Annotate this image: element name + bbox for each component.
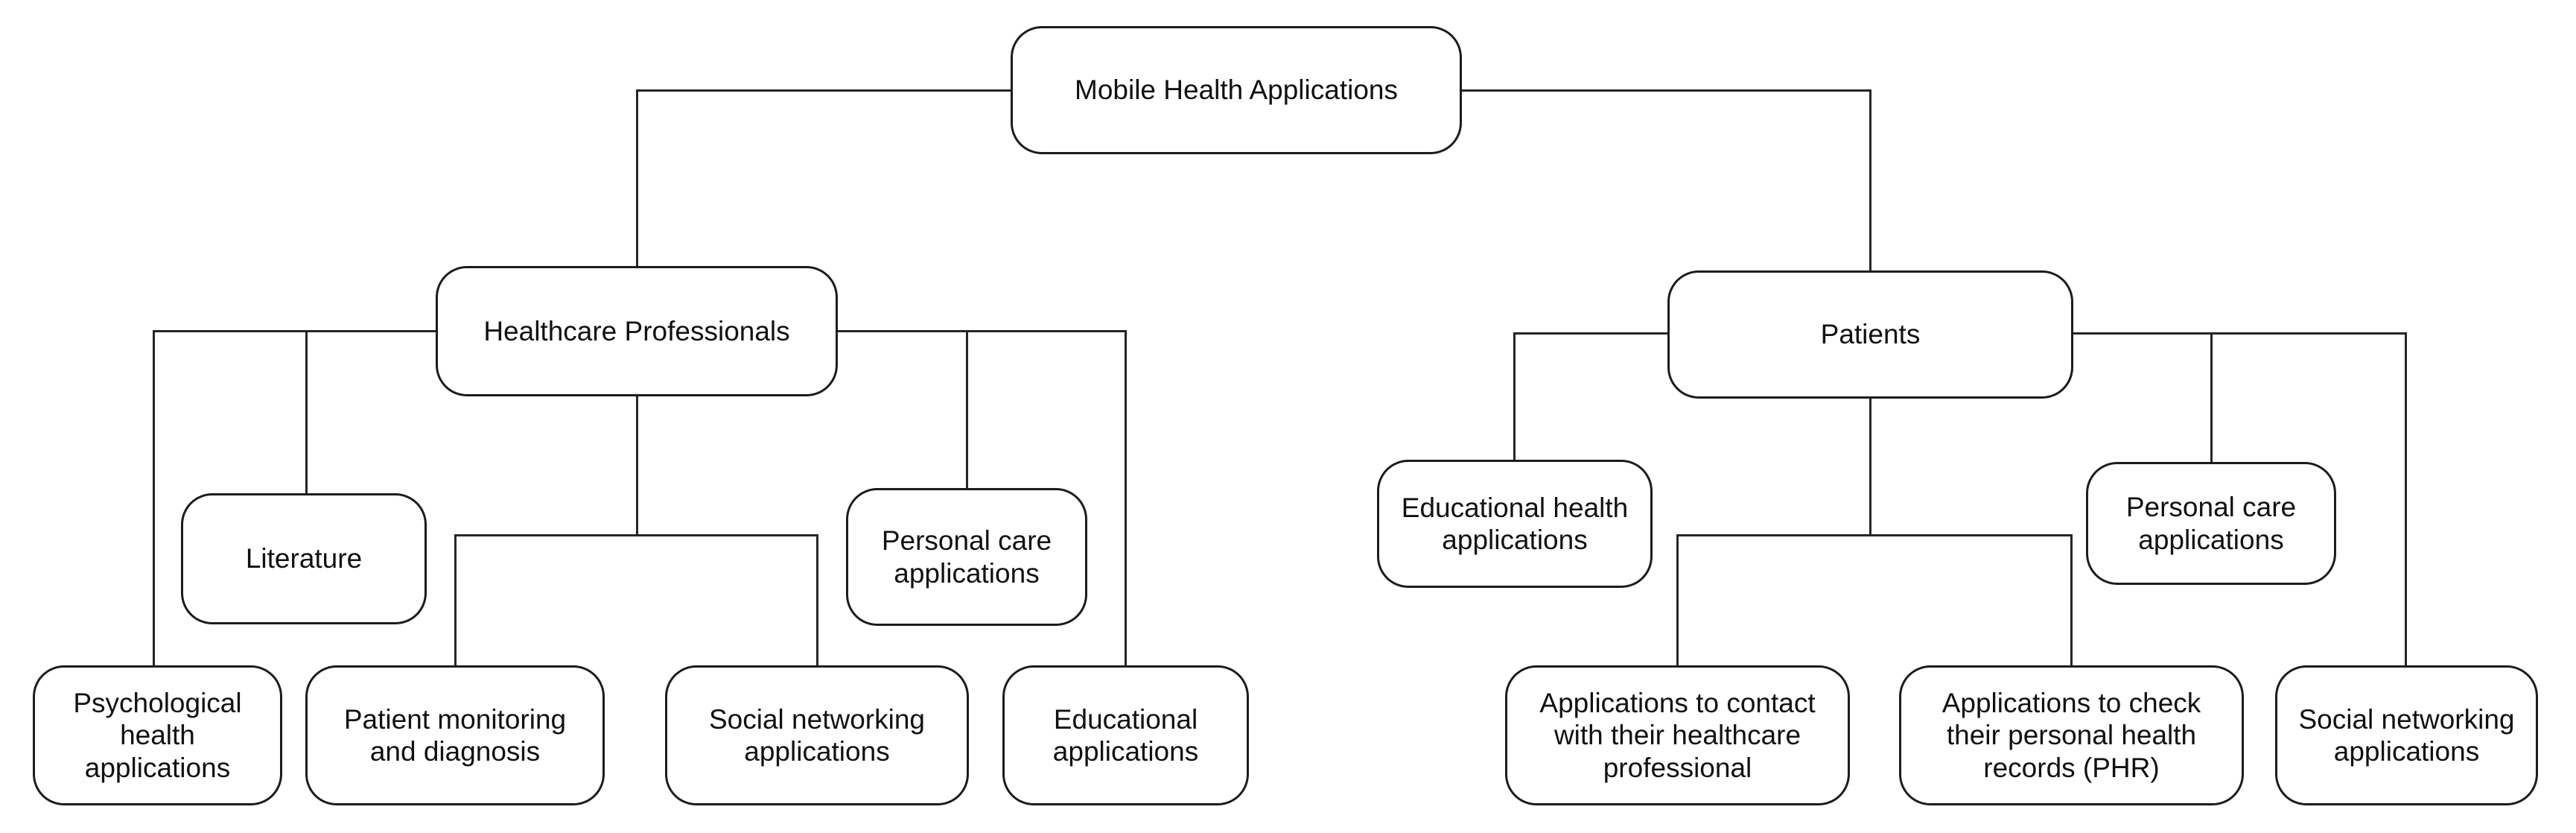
node-psychological-health-applications: Psychological health applications <box>33 665 282 805</box>
node-label: Literature <box>245 543 363 574</box>
node-personal-care-applications-right: Personal care applications <box>2086 462 2336 585</box>
node-social-networking-applications-right: Social networking applications <box>2275 665 2538 805</box>
connector-root-to-patients-v <box>1869 89 1871 272</box>
node-label: Personal care applications <box>881 525 1052 589</box>
connector-to-educational-health-v <box>1513 332 1516 461</box>
node-applications-to-check-phr: Applications to check their personal hea… <box>1899 665 2244 805</box>
node-personal-care-applications-left: Personal care applications <box>846 488 1087 626</box>
node-label: Psychological health applications <box>73 688 242 783</box>
node-label: Mobile Health Applications <box>1075 75 1398 106</box>
node-healthcare-professionals: Healthcare Professionals <box>436 266 838 396</box>
connector-hp-right-h <box>836 330 1127 332</box>
connector-hp-bottom-v <box>636 395 638 536</box>
node-literature: Literature <box>181 493 427 624</box>
connector-patients-left-h <box>1513 332 1669 335</box>
node-educational-health-applications: Educational health applications <box>1377 460 1653 588</box>
node-label: Social networking applications <box>2298 703 2515 767</box>
connector-hp-branch-h <box>454 534 818 536</box>
node-patients: Patients <box>1667 270 2073 399</box>
node-label: Healthcare Professionals <box>483 315 790 346</box>
node-label: Patients <box>1820 319 1921 350</box>
node-label: Educational health applications <box>1401 492 1629 555</box>
node-label: Applications to check their personal hea… <box>1941 688 2201 783</box>
connector-root-right-h <box>1461 89 1871 92</box>
connector-to-apps-contact-v <box>1676 534 1679 667</box>
connector-hp-to-literature-v <box>305 330 308 495</box>
node-label: Personal care applications <box>2125 492 2297 555</box>
node-label: Educational applications <box>1052 703 1199 767</box>
connector-to-personal-care-right-v <box>2210 332 2213 463</box>
connector-hp-to-psychological-v <box>153 330 155 667</box>
connector-patients-branch-h <box>1676 534 2073 536</box>
connector-to-social-networking-left-v <box>816 534 818 667</box>
node-label: Patient monitoring and diagnosis <box>343 703 567 767</box>
node-social-networking-applications-left: Social networking applications <box>665 665 969 805</box>
node-mobile-health-applications: Mobile Health Applications <box>1011 26 1462 154</box>
connector-to-personal-care-left-v <box>966 330 968 490</box>
connector-hp-left-h <box>153 330 437 332</box>
connector-patients-right-h <box>2072 332 2407 335</box>
connector-to-educational-apps-v <box>1125 330 1127 667</box>
connector-patients-bottom-v <box>1869 397 1871 536</box>
connector-root-left-h <box>637 89 1011 92</box>
connector-to-patient-monitoring-v <box>454 534 457 667</box>
node-label: Applications to contact with their healt… <box>1539 688 1816 783</box>
connector-root-to-healthcare-v <box>636 89 638 267</box>
node-applications-to-contact: Applications to contact with their healt… <box>1505 665 1850 805</box>
node-patient-monitoring-and-diagnosis: Patient monitoring and diagnosis <box>305 665 605 805</box>
connector-to-apps-check-v <box>2070 534 2073 667</box>
node-label: Social networking applications <box>709 703 925 767</box>
connector-to-social-networking-right-v <box>2405 332 2407 667</box>
node-educational-applications: Educational applications <box>1002 665 1249 805</box>
